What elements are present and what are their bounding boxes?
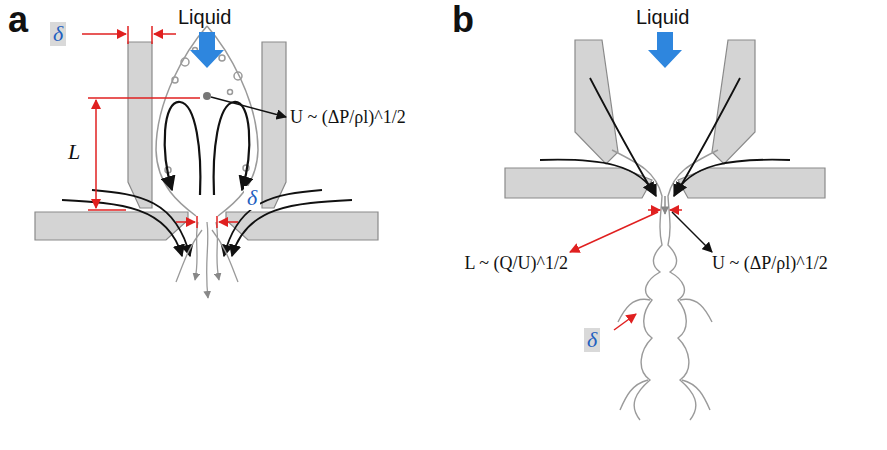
liquid-feed-arrow [190,32,224,68]
length-formula: L ~ (Q/U)^1/2 [465,254,569,274]
liquid-feed-arrow [648,32,682,68]
thickness-symbol: δ [584,328,600,352]
velocity-point [203,92,211,100]
wall-thickness-dimension [82,26,176,44]
liquid-meniscus-a [156,26,258,216]
gas-streams-b [540,78,790,196]
panel-letter: b [452,0,474,40]
liquid-jet-b [612,150,718,420]
length-symbol: L [68,140,80,164]
recirculation-loops [165,102,250,195]
jet-width-dimension [570,210,712,330]
panel-letter: a [8,0,28,40]
thickness-symbol: δ [244,186,260,210]
flow-label: Liquid [178,6,231,28]
velocity-formula: U ~ (ΔP/ρl)^1/2 [290,108,406,128]
length-dimension-a [88,98,200,210]
flow-label: Liquid [636,6,689,28]
liquid-strands-a [176,222,238,298]
orifice-dimension-a [176,216,238,228]
thickness-symbol: δ [50,22,66,46]
nozzle-walls-a [35,42,378,240]
velocity-formula: U ~ (ΔP/ρl)^1/2 [712,254,828,274]
leader-line [211,97,286,117]
